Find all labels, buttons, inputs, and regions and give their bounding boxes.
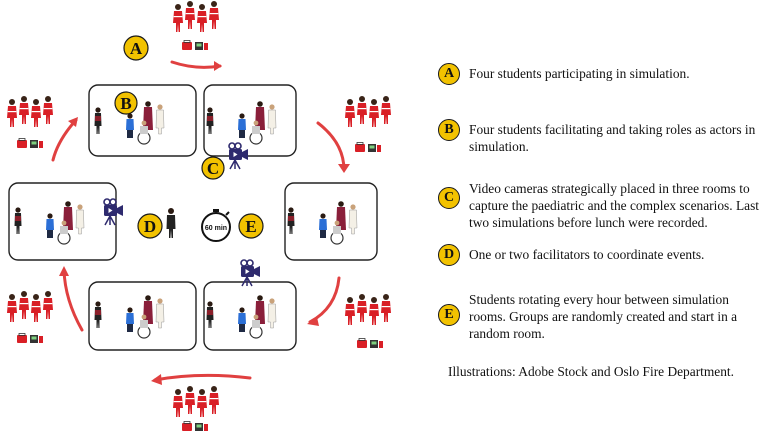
legend-badge-c: C [438, 187, 460, 209]
legend-item-c: C Video cameras strategically placed in … [438, 180, 769, 231]
legend-badge-a: A [438, 63, 460, 85]
svg-text:A: A [130, 39, 143, 58]
badge-e: E [238, 213, 264, 239]
legend-badge-d: D [438, 244, 460, 266]
room-middle-left [8, 182, 117, 261]
room-top-left [88, 84, 197, 157]
legend-badge-b: B [438, 119, 460, 141]
badge-b: B [114, 91, 138, 115]
badge-c: C [201, 156, 225, 180]
legend-text-b: Four students facilitating and taking ro… [469, 122, 756, 154]
badge-a: A [123, 35, 149, 61]
legend-item-b: B Four students facilitating and taking … [438, 119, 769, 155]
room-middle-right [284, 182, 378, 261]
badge-d: D [137, 213, 163, 239]
rotation-arrows [51, 60, 350, 385]
student-group-bottom [173, 386, 219, 432]
facilitator-figure [166, 208, 176, 238]
svg-text:B: B [120, 94, 131, 113]
svg-text:C: C [207, 159, 219, 178]
legend-item-d: D One or two facilitators to coordinate … [438, 244, 769, 266]
student-group-bottom-left [7, 291, 53, 344]
room-bottom-right [203, 281, 297, 351]
legend-item-a: A Four students participating in simulat… [438, 63, 769, 85]
legend-text-d: One or two facilitators to coordinate ev… [469, 247, 705, 262]
student-group-bottom-right [345, 294, 391, 349]
svg-text:D: D [144, 217, 156, 236]
simulation-rotation-diagram: 60 min A B C D E [7, 1, 391, 432]
legend-item-e: E Students rotating every hour between s… [438, 291, 769, 342]
legend-text-c: Video cameras strategically placed in th… [469, 181, 760, 230]
room-top-right [203, 84, 297, 157]
student-group-top [173, 1, 219, 51]
legend-text-e: Students rotating every hour between sim… [469, 292, 738, 341]
illustration-credit: Illustrations: Adobe Stock and Oslo Fire… [448, 364, 734, 379]
timer-label: 60 min [205, 225, 227, 232]
svg-text:E: E [245, 217, 256, 236]
timer-icon: 60 min [201, 209, 231, 242]
student-group-top-right [345, 96, 391, 153]
student-group-top-left [7, 96, 53, 149]
room-bottom-left [88, 281, 197, 351]
legend-text-a: Four students participating in simulatio… [469, 66, 690, 81]
legend-badge-e: E [438, 304, 460, 326]
